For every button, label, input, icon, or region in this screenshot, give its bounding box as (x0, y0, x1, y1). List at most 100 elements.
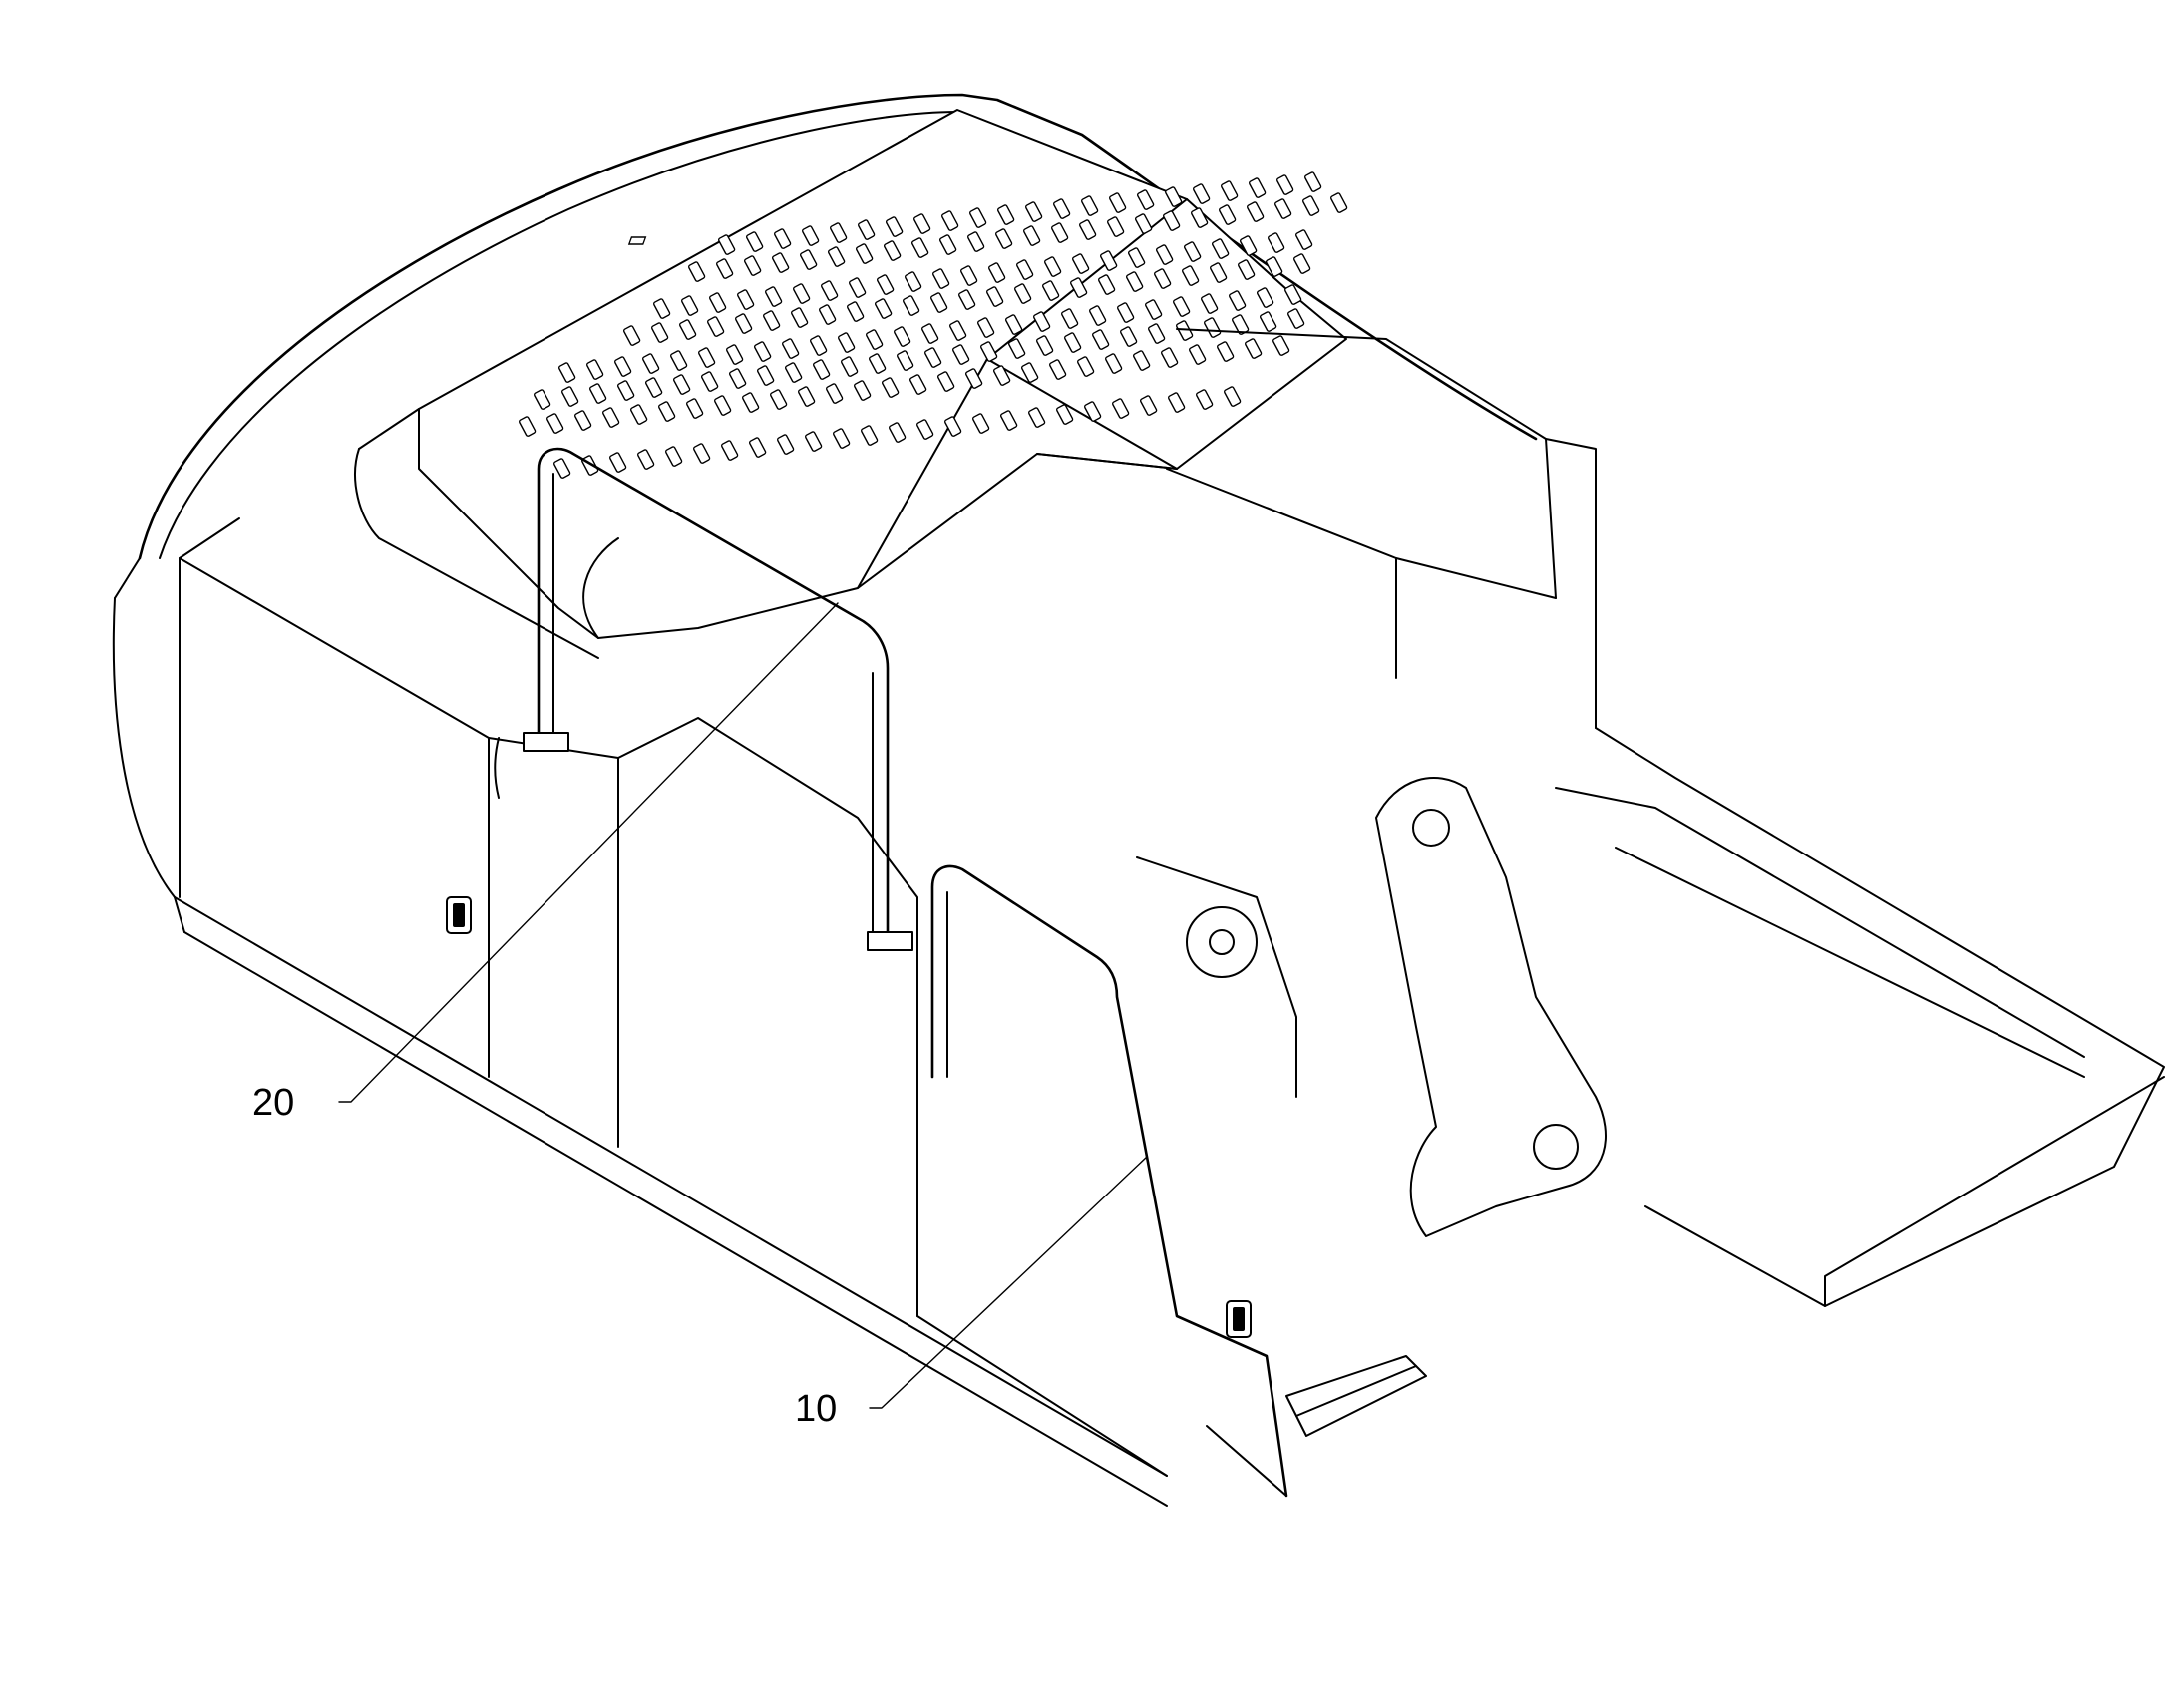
vent-slot (709, 292, 727, 313)
vent-slot (1028, 407, 1046, 428)
vent-slot (770, 389, 788, 410)
vent-slot (653, 298, 671, 319)
vent-slot (1287, 308, 1305, 329)
vent-slot (1247, 201, 1265, 222)
vent-slot (1276, 174, 1294, 195)
vent-slot (742, 392, 760, 413)
vent-slot (670, 350, 688, 371)
vent-slot (757, 365, 775, 386)
vent-slot (1036, 335, 1054, 356)
vent-slot (980, 341, 998, 362)
vent-slot (729, 368, 747, 389)
vent-slot (1191, 207, 1209, 228)
vent-slot (718, 234, 736, 255)
vent-slot (1163, 210, 1181, 231)
vent-slot (841, 356, 859, 377)
vent-slot (1044, 256, 1062, 277)
vent-slot (1137, 189, 1155, 210)
vent-slot (561, 386, 579, 407)
vent-slot (1268, 232, 1285, 253)
vent-slot (558, 362, 576, 383)
vent-slot (1109, 192, 1127, 213)
vent-slot (1135, 213, 1153, 234)
door-latches (446, 896, 1252, 1338)
hood-vent-grille (519, 171, 1348, 479)
vent-slot (637, 449, 655, 470)
vent-slot (941, 210, 959, 231)
vent-slot (1008, 338, 1026, 359)
vent-slot (958, 289, 976, 310)
vent-slot (967, 231, 985, 252)
vent-slot (686, 398, 704, 419)
vent-slot (1117, 302, 1135, 323)
vent-slot (965, 368, 983, 389)
vent-slot (645, 377, 663, 398)
vent-slot (1107, 216, 1125, 237)
callout-leaders (338, 602, 1148, 1409)
vent-slot (884, 240, 902, 261)
vent-slot (1077, 356, 1095, 377)
engine-hood (354, 109, 1347, 659)
vent-slot (726, 344, 744, 365)
vent-slot (602, 407, 620, 428)
vent-slot (1105, 353, 1123, 374)
handrail-10 (930, 864, 1288, 1498)
vent-slot (886, 216, 904, 237)
vent-slot (1219, 204, 1237, 225)
vent-slot (921, 323, 939, 344)
vent-slot (1272, 335, 1290, 356)
vent-slot (1112, 398, 1130, 419)
vent-slot (1042, 280, 1060, 301)
vent-slot (791, 307, 809, 328)
vent-slot (1229, 290, 1247, 311)
vent-slot (875, 298, 893, 319)
vent-slot (905, 271, 922, 292)
vent-slot (1156, 244, 1174, 265)
vent-slot (617, 380, 635, 401)
leader-line-10 (869, 1156, 1148, 1409)
vent-slot (866, 329, 884, 350)
vent-slot (856, 243, 874, 264)
vent-slot (1070, 277, 1088, 298)
vent-slot (1284, 284, 1302, 305)
right-frame-platform (1166, 328, 2165, 1307)
vent-slot (1173, 296, 1191, 317)
vent-slot (858, 219, 876, 240)
vent-slot (763, 310, 781, 331)
vent-slot (937, 371, 955, 392)
vent-slot (1257, 287, 1274, 308)
vent-slot (1193, 183, 1211, 204)
vent-slot (519, 416, 537, 437)
vent-slot (1126, 271, 1144, 292)
vent-slot (714, 395, 732, 416)
vent-slot (1274, 198, 1292, 219)
vent-slot (949, 320, 967, 341)
vent-slot (772, 252, 790, 273)
vent-slot (1302, 195, 1320, 216)
handrail-20 (523, 447, 913, 951)
vent-slot (969, 207, 987, 228)
vent-slot (819, 304, 837, 325)
vent-slot (673, 374, 691, 395)
vent-slot (1224, 386, 1242, 407)
vent-slot (993, 365, 1011, 386)
vent-slot (854, 380, 872, 401)
vent-slot (630, 404, 648, 425)
vent-slot (546, 413, 564, 434)
vent-slot (821, 280, 839, 301)
vent-slot (749, 437, 767, 458)
vent-slot (642, 353, 660, 374)
vent-slot (1260, 311, 1277, 332)
vent-slot (681, 295, 699, 316)
vent-slot (977, 317, 995, 338)
vent-slot (1079, 219, 1097, 240)
vent-slot (721, 440, 739, 461)
vent-slot (574, 410, 592, 431)
vent-slot (1221, 180, 1239, 201)
vent-slot (894, 326, 911, 347)
counterweight-shell (112, 93, 1538, 1507)
vent-slot (889, 422, 907, 443)
vent-slot (802, 225, 820, 246)
vent-slot (810, 335, 828, 356)
vent-slot (988, 262, 1006, 283)
